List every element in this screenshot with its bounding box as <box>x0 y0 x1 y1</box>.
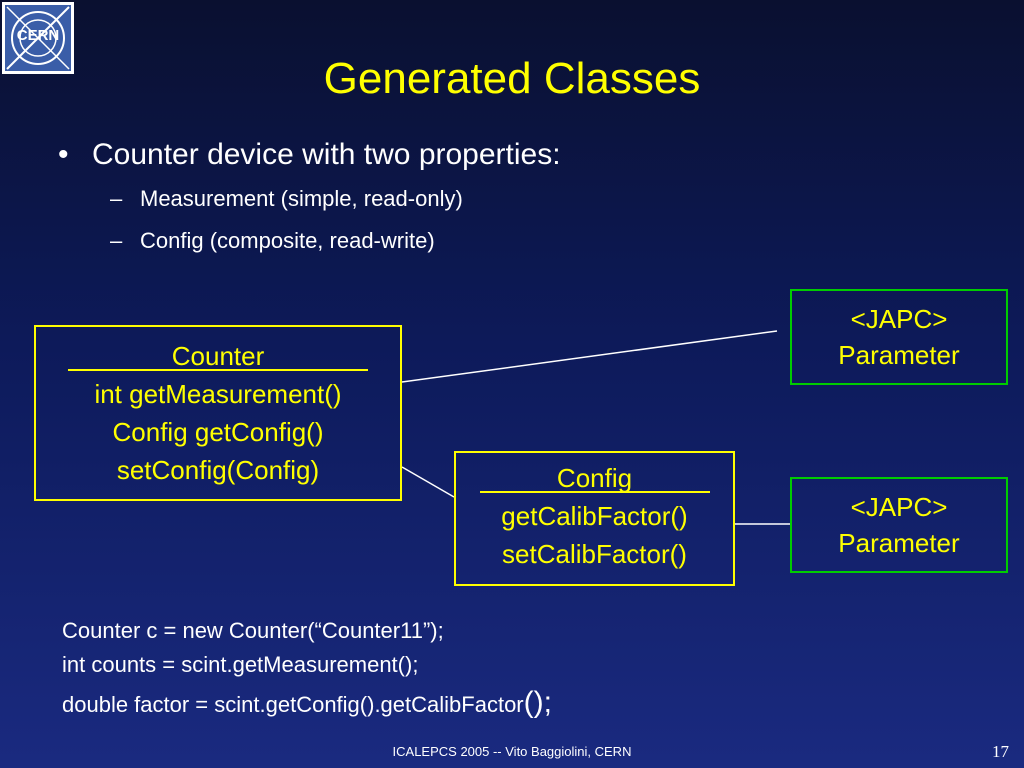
code-text-end: (); <box>523 686 552 719</box>
japc-parameter-box: <JAPC> Parameter <box>790 289 1008 385</box>
parameter-stereotype: <JAPC> <box>850 492 948 522</box>
sub-bullet-dash: – <box>110 186 123 211</box>
counter-to-parameter-line <box>401 330 778 383</box>
page-number: 17 <box>992 742 1009 761</box>
counter-class-name: Counter <box>171 341 265 371</box>
sub-bullet-dash: – <box>110 228 123 253</box>
counter-method: setConfig(Config) <box>116 455 320 485</box>
sub-bullet-text: Config (composite, read-write) <box>140 228 435 253</box>
counter-method: int getMeasurement() <box>94 379 342 409</box>
config-class-box: Config getCalibFactor() setCalibFactor() <box>454 451 735 586</box>
bullet-marker: • <box>58 138 69 171</box>
counter-class-box: Counter int getMeasurement() Config getC… <box>34 325 402 501</box>
cern-rings-icon <box>6 6 70 70</box>
cern-logo-text: CERN <box>16 27 60 44</box>
parameter-label: Parameter <box>838 528 960 558</box>
config-method: getCalibFactor() <box>501 501 688 531</box>
slide-title: Generated Classes <box>323 54 701 103</box>
code-text: double factor = scint.getConfig().getCal… <box>62 692 524 717</box>
cern-logo: CERN <box>2 2 74 74</box>
parameter-label: Parameter <box>838 340 960 370</box>
config-class-divider <box>479 491 710 493</box>
code-line: Counter c = new Counter(“Counter11”); <box>62 618 444 643</box>
parameter-stereotype: <JAPC> <box>850 304 948 334</box>
bullet-text: Counter device with two properties: <box>92 138 561 171</box>
counter-method: Config getConfig() <box>112 417 324 447</box>
sub-bullet-text: Measurement (simple, read-only) <box>140 186 463 211</box>
counter-to-config-line <box>401 466 455 498</box>
counter-class-divider <box>68 369 368 371</box>
config-class-name: Config <box>556 463 633 493</box>
cern-logo-emblem: CERN <box>5 5 71 71</box>
japc-parameter-box: <JAPC> Parameter <box>790 477 1008 573</box>
code-line: int counts = scint.getMeasurement(); <box>62 652 419 677</box>
slide-footer: ICALEPCS 2005 -- Vito Baggiolini, CERN <box>392 744 632 759</box>
config-method: setCalibFactor() <box>502 539 687 569</box>
code-line: double factor = scint.getConfig().getCal… <box>62 686 552 720</box>
